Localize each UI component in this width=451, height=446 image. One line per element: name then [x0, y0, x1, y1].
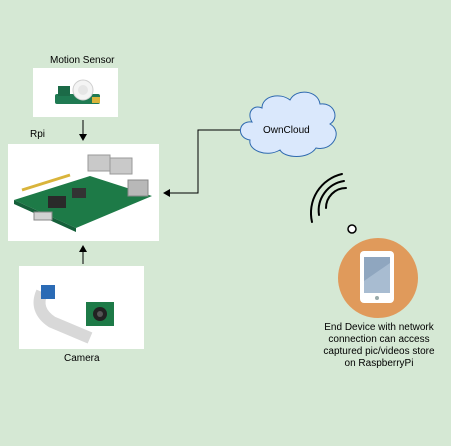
arrow-cloud-to-rpi [163, 129, 240, 197]
camera-module-image [19, 266, 144, 349]
end-device-icon [338, 238, 418, 318]
raspberry-pi-image [8, 144, 159, 241]
end-device-description: End Device with network connection can a… [323, 322, 435, 369]
motion-sensor-image [33, 68, 118, 117]
cloud-shape [240, 91, 337, 157]
motion-sensor-label: Motion Sensor [50, 55, 115, 66]
camera-label: Camera [64, 353, 100, 364]
owncloud-label: OwnCloud [263, 125, 310, 136]
rpi-label: Rpi [30, 129, 46, 140]
wifi-signal-icon [309, 173, 357, 234]
